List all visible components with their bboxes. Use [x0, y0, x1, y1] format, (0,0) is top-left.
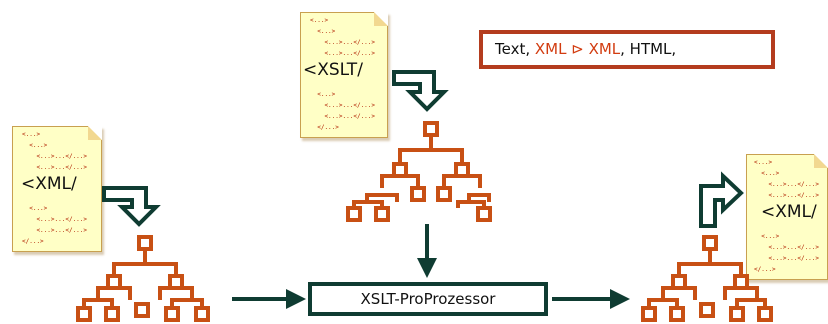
- code-line: <...>: [754, 170, 780, 177]
- page-fold: [814, 154, 828, 168]
- output-format-xml-result: XML: [583, 40, 621, 58]
- code-line: <...>...</...>: [754, 244, 820, 251]
- code-line: </...>: [754, 266, 776, 273]
- code-line: <...>: [310, 91, 336, 98]
- code-line: <...>...</...>: [310, 50, 376, 57]
- parse-arrow-icon: [102, 186, 161, 227]
- xml-input-document: <...> <...> <...>...</...> <...>...</...…: [12, 126, 102, 252]
- output-format-html: , HTML,: [620, 40, 677, 58]
- serialize-arrow-icon: [699, 171, 744, 228]
- code-line: <...>...</...>: [754, 255, 820, 262]
- page-fold: [88, 126, 102, 140]
- code-line: <...>: [310, 28, 336, 35]
- code-line: <...>: [22, 131, 41, 138]
- xslt-tree-icon: [346, 121, 492, 222]
- document-label: <XSLT/: [303, 60, 363, 80]
- document-label: <XML/: [21, 174, 77, 194]
- xslt-document: <...> <...> <...>...</...> <...>...</...…: [300, 12, 388, 138]
- code-line: <...>...</...>: [22, 164, 88, 171]
- xslt-processor-box: XSLT-ProProzessor: [308, 282, 548, 316]
- output-format-text: Text,: [495, 40, 535, 58]
- code-line: <...>...</...>: [310, 39, 376, 46]
- code-line: <...>...</...>: [22, 153, 88, 160]
- code-line: <...>: [310, 17, 329, 24]
- document-label: <XML/: [761, 202, 817, 222]
- output-formats-box: Text, XML ⊳ XML, HTML,: [479, 30, 775, 69]
- page-fold: [374, 12, 388, 26]
- code-line: <...>...</...>: [310, 113, 376, 120]
- code-line: <...>...</...>: [754, 192, 820, 199]
- code-line: </...>: [310, 124, 339, 131]
- processor-label: XSLT-ProProzessor: [360, 290, 496, 308]
- code-line: <...>...</...>: [22, 227, 88, 234]
- code-line: <...>: [22, 142, 48, 149]
- parse-arrow-icon: [392, 70, 449, 112]
- code-line: <...>: [754, 233, 780, 240]
- transform-symbol: ⊳: [571, 40, 584, 58]
- xml-output-tree-icon: [641, 235, 773, 322]
- xml-output-document: <...> <...> <...>...</...> <...>...</...…: [746, 154, 828, 280]
- code-line: <...>...</...>: [754, 181, 820, 188]
- xml-input-tree-icon: [76, 235, 210, 322]
- code-line: </...>: [22, 238, 44, 245]
- code-line: <...>: [754, 159, 773, 166]
- code-line: <...>...</...>: [22, 216, 88, 223]
- code-line: <...>...</...>: [310, 102, 376, 109]
- code-line: <...>: [22, 205, 48, 212]
- output-format-xml: XML: [534, 40, 572, 58]
